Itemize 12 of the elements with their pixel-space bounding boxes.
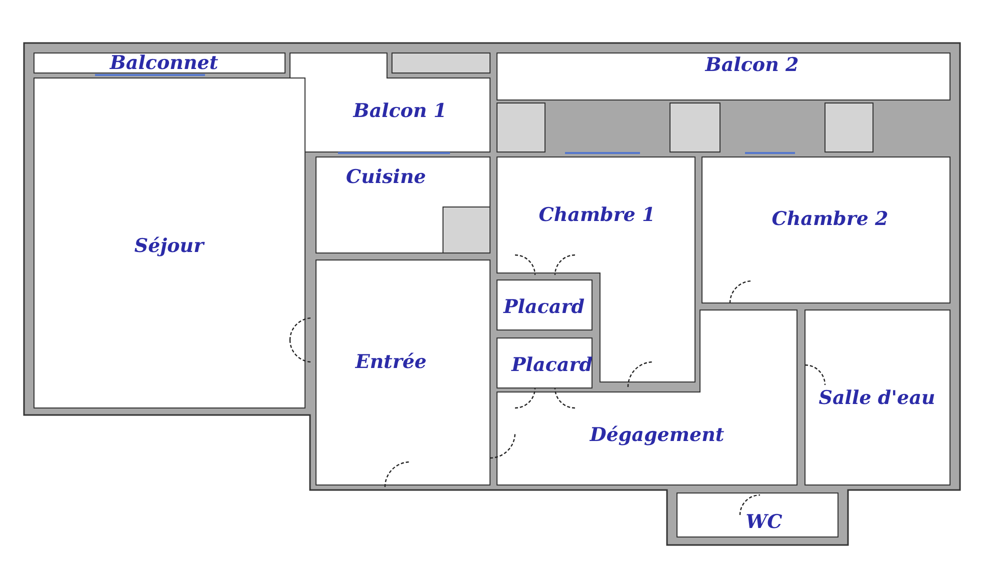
room-label: Entrée [355, 351, 427, 373]
room-label: Balconnet [110, 52, 218, 74]
room-label: WC [746, 511, 782, 533]
room-label: Balcon 2 [705, 54, 799, 76]
room-label: Salle d'eau [818, 387, 936, 409]
room-label: Chambre 2 [772, 208, 888, 230]
room-label: Balcon 1 [353, 100, 447, 122]
room-label: Séjour [134, 235, 204, 257]
room-label: Placard [504, 296, 584, 318]
room-label: Cuisine [346, 166, 426, 188]
room-label: Dégagement [590, 424, 724, 446]
room-label: Chambre 1 [538, 204, 656, 226]
